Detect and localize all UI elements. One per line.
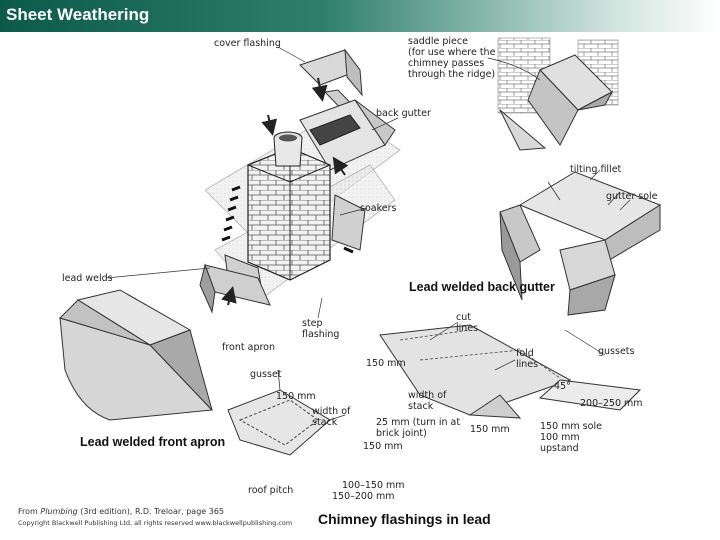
chimney-flashing-diagram <box>59 37 662 456</box>
label-soakers: soakers <box>360 203 397 214</box>
label-tilting-fillet: tilting fillet <box>570 164 622 175</box>
label-back-gutter: back gutter <box>376 108 431 119</box>
label-saddle-piece: saddle piece (for use where the chimney … <box>408 36 496 80</box>
label-front-apron: front apron <box>222 342 276 353</box>
label-dim-150-a: 150 mm <box>366 358 406 369</box>
leader-lines <box>105 46 631 371</box>
heading-lead-welded-back-gutter: Lead welded back gutter <box>409 280 555 294</box>
heading-chimney-flashings: Chimney flashings in lead <box>318 511 491 527</box>
source-caption: From Plumbing (3rd edition), R.D. Treloa… <box>18 507 224 516</box>
label-dim-25: 25 mm (turn in at brick joint) <box>376 417 461 439</box>
front-apron-drawing <box>59 289 214 421</box>
label-cover-flashing: cover flashing <box>214 38 281 49</box>
label-cut-lines: cut lines <box>456 312 479 334</box>
exploded-chimney <box>199 48 401 314</box>
label-lead-welds: lead welds <box>62 273 113 284</box>
label-gusset: gusset <box>250 369 282 380</box>
label-step-flashing: step flashing <box>302 318 340 340</box>
source-title: Plumbing <box>40 507 78 516</box>
label-sole-upstand: 150 mm sole 100 mm upstand <box>540 421 602 454</box>
label-dim-200-250: 200–250 mm <box>580 398 643 409</box>
label-fold-lines: fold lines <box>516 348 539 370</box>
label-dim-150-200: 150–200 mm <box>332 491 395 502</box>
label-angle-45: 45° <box>554 381 571 392</box>
title-bar: Sheet Weathering <box>0 0 720 32</box>
label-dim-150-d: 150 mm <box>363 441 403 452</box>
label-dim-150-b: 150 mm <box>276 391 316 402</box>
back-gutter-drawing <box>499 171 662 316</box>
heading-lead-welded-front-apron: Lead welded front apron <box>80 435 226 449</box>
label-width-of-stack-a: width of stack <box>408 390 447 412</box>
label-dim-100-150: 100–150 mm <box>342 480 405 491</box>
copyright-line: Copyright Blackwell Publishing Ltd, all … <box>18 519 293 527</box>
label-roof-pitch: roof pitch <box>248 485 294 496</box>
source-prefix: From <box>18 507 41 516</box>
page-title: Sheet Weathering <box>6 5 150 24</box>
label-gussets: gussets <box>598 346 635 357</box>
label-width-of-stack-b: width of stack <box>312 406 351 428</box>
saddle-piece-drawing <box>497 37 619 151</box>
source-rest: (3rd edition), R.D. Treloar, page 365 <box>77 507 225 516</box>
label-dim-150-c: 150 mm <box>470 424 510 435</box>
gusset-layout-drawing <box>227 324 642 456</box>
label-gutter-sole: gutter sole <box>606 191 658 202</box>
